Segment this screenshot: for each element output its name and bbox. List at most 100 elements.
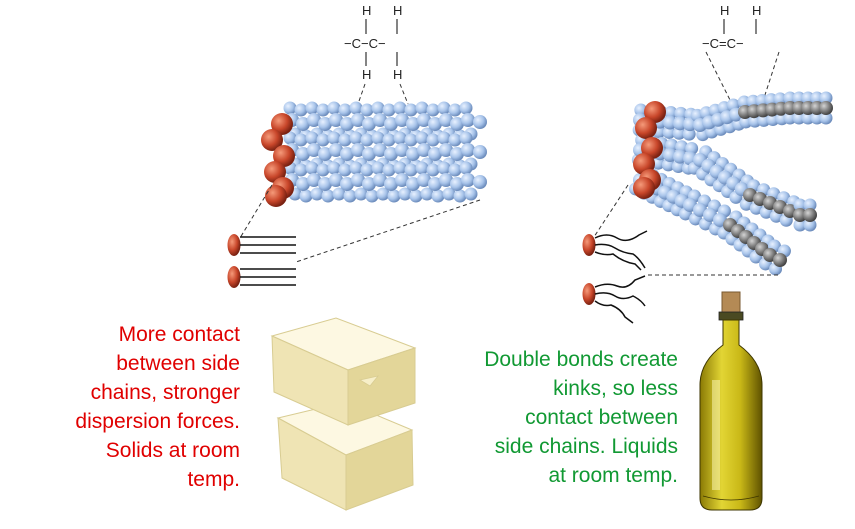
hydrogen-atom <box>417 143 431 157</box>
hydrogen-atom <box>307 173 321 187</box>
formula-h-bottom-2: H <box>393 67 402 82</box>
hydrogen-atom <box>426 133 440 147</box>
hydrogen-atom <box>417 173 431 187</box>
carbon-atom <box>819 101 833 115</box>
head-group-atom <box>273 145 295 167</box>
hydrogen-atom <box>329 113 343 127</box>
hydrogen-atom <box>428 177 442 191</box>
formula-double-bond: −C=C− <box>702 36 744 51</box>
hydrogen-atom <box>448 103 462 117</box>
hydrogen-atom <box>450 177 464 191</box>
hydrogen-atom <box>296 147 310 161</box>
hydrogen-atom <box>450 117 464 131</box>
hydrogen-atom <box>360 163 374 177</box>
hydrogen-atom <box>351 173 365 187</box>
head-group-atom <box>271 113 293 135</box>
hydrogen-atom <box>316 103 330 117</box>
formula-h-top-1: H <box>362 3 371 18</box>
hydrogen-atom <box>327 131 341 145</box>
hydrogen-atom <box>664 106 678 120</box>
head-group-atom <box>265 185 287 207</box>
hydrogen-atom <box>803 218 817 232</box>
hydrogen-atom <box>327 161 341 175</box>
unsaturated-fat-molecule <box>629 91 833 276</box>
hydrogen-atom <box>792 91 806 105</box>
hydrogen-atom <box>420 187 434 201</box>
hydrogen-atom <box>473 145 487 159</box>
hydrogen-atom <box>351 143 365 157</box>
hydrogen-atom <box>426 163 440 177</box>
hydrogen-atom <box>415 101 429 115</box>
hydrogen-atom <box>461 143 475 157</box>
hydrogen-atom <box>354 187 368 201</box>
hydrogen-atom <box>404 133 418 147</box>
saturated-formula: H H −C−C− H H <box>344 3 409 105</box>
hydrogen-atom <box>351 113 365 127</box>
hydrogen-atom <box>382 103 396 117</box>
head-group-atom <box>644 101 666 123</box>
hydrogen-atom <box>810 91 824 105</box>
hydrogen-atom <box>437 161 451 175</box>
hydrogen-atom <box>332 187 346 201</box>
head-group-atom <box>635 117 657 139</box>
hydrogen-atom <box>340 177 354 191</box>
hydrogen-atom <box>803 198 817 212</box>
hydrogen-atom <box>404 163 418 177</box>
hydrogen-atom <box>461 113 475 127</box>
hydrogen-atom <box>299 189 313 203</box>
hydrogen-atom <box>415 161 429 175</box>
hydrogen-atom <box>437 101 451 115</box>
hydrogen-atom <box>294 133 308 147</box>
hydrogen-atom <box>406 147 420 161</box>
hydrogen-atom <box>473 115 487 129</box>
hydrogen-atom <box>373 143 387 157</box>
hydrogen-atom <box>365 189 379 203</box>
hydrogen-atom <box>674 106 688 120</box>
hydrogen-atom <box>459 101 473 115</box>
hydrogen-atom <box>773 92 787 106</box>
hydrogen-atom <box>395 173 409 187</box>
hydrogen-atom <box>431 189 445 203</box>
saturated-caption-line-4: dispersion forces. <box>75 410 240 433</box>
hydrogen-atom <box>373 113 387 127</box>
hydrogen-atom <box>819 111 833 125</box>
saturated-caption-line-6: temp. <box>187 468 240 491</box>
formula-h-bottom-1: H <box>362 67 371 82</box>
saturated-caption-line-1: More contact <box>118 323 240 346</box>
carbon-atom <box>793 208 807 222</box>
hydrogen-atom <box>461 173 475 187</box>
unsaturated-caption-line-4: side chains. Liquids <box>494 435 678 458</box>
hydrogen-atom <box>801 91 815 105</box>
hydrogen-atom <box>316 133 330 147</box>
hydrogen-atom <box>307 113 321 127</box>
hydrogen-atom <box>393 131 407 145</box>
hydrogen-atom <box>360 133 374 147</box>
hydrogen-atom <box>371 161 385 175</box>
hydrogen-atom <box>662 125 676 139</box>
unsaturated-formula: H H −C=C− <box>702 3 780 105</box>
hydrogen-atom <box>819 91 833 105</box>
hydrogen-atom <box>448 133 462 147</box>
saturated-caption: More contact between side chains, strong… <box>75 320 240 494</box>
hydrogen-atom <box>793 198 807 212</box>
hydrogen-atom <box>296 117 310 131</box>
olive-oil-bottle-image <box>699 291 763 511</box>
saturated-caption-line-2: between side <box>116 352 240 375</box>
carbon-atom <box>773 253 787 267</box>
hydrogen-atom <box>316 163 330 177</box>
unsaturated-caption-line-3: contact between <box>525 406 678 429</box>
unsaturated-caption-line-5: at room temp. <box>548 464 678 487</box>
hydrogen-atom <box>307 143 321 157</box>
formula-h-top-2: H <box>752 3 761 18</box>
hydrogen-atom <box>283 101 297 115</box>
hydrogen-atom <box>395 143 409 157</box>
hydrogen-atom <box>329 173 343 187</box>
hydrogen-atom <box>371 131 385 145</box>
hydrogen-atom <box>343 189 357 203</box>
hydrogen-atom <box>442 187 456 201</box>
hydrogen-atom <box>310 187 324 201</box>
hydrogen-atom <box>305 101 319 115</box>
hydrogen-atom <box>338 103 352 117</box>
hydrogen-atom <box>417 113 431 127</box>
hydrogen-atom <box>450 147 464 161</box>
